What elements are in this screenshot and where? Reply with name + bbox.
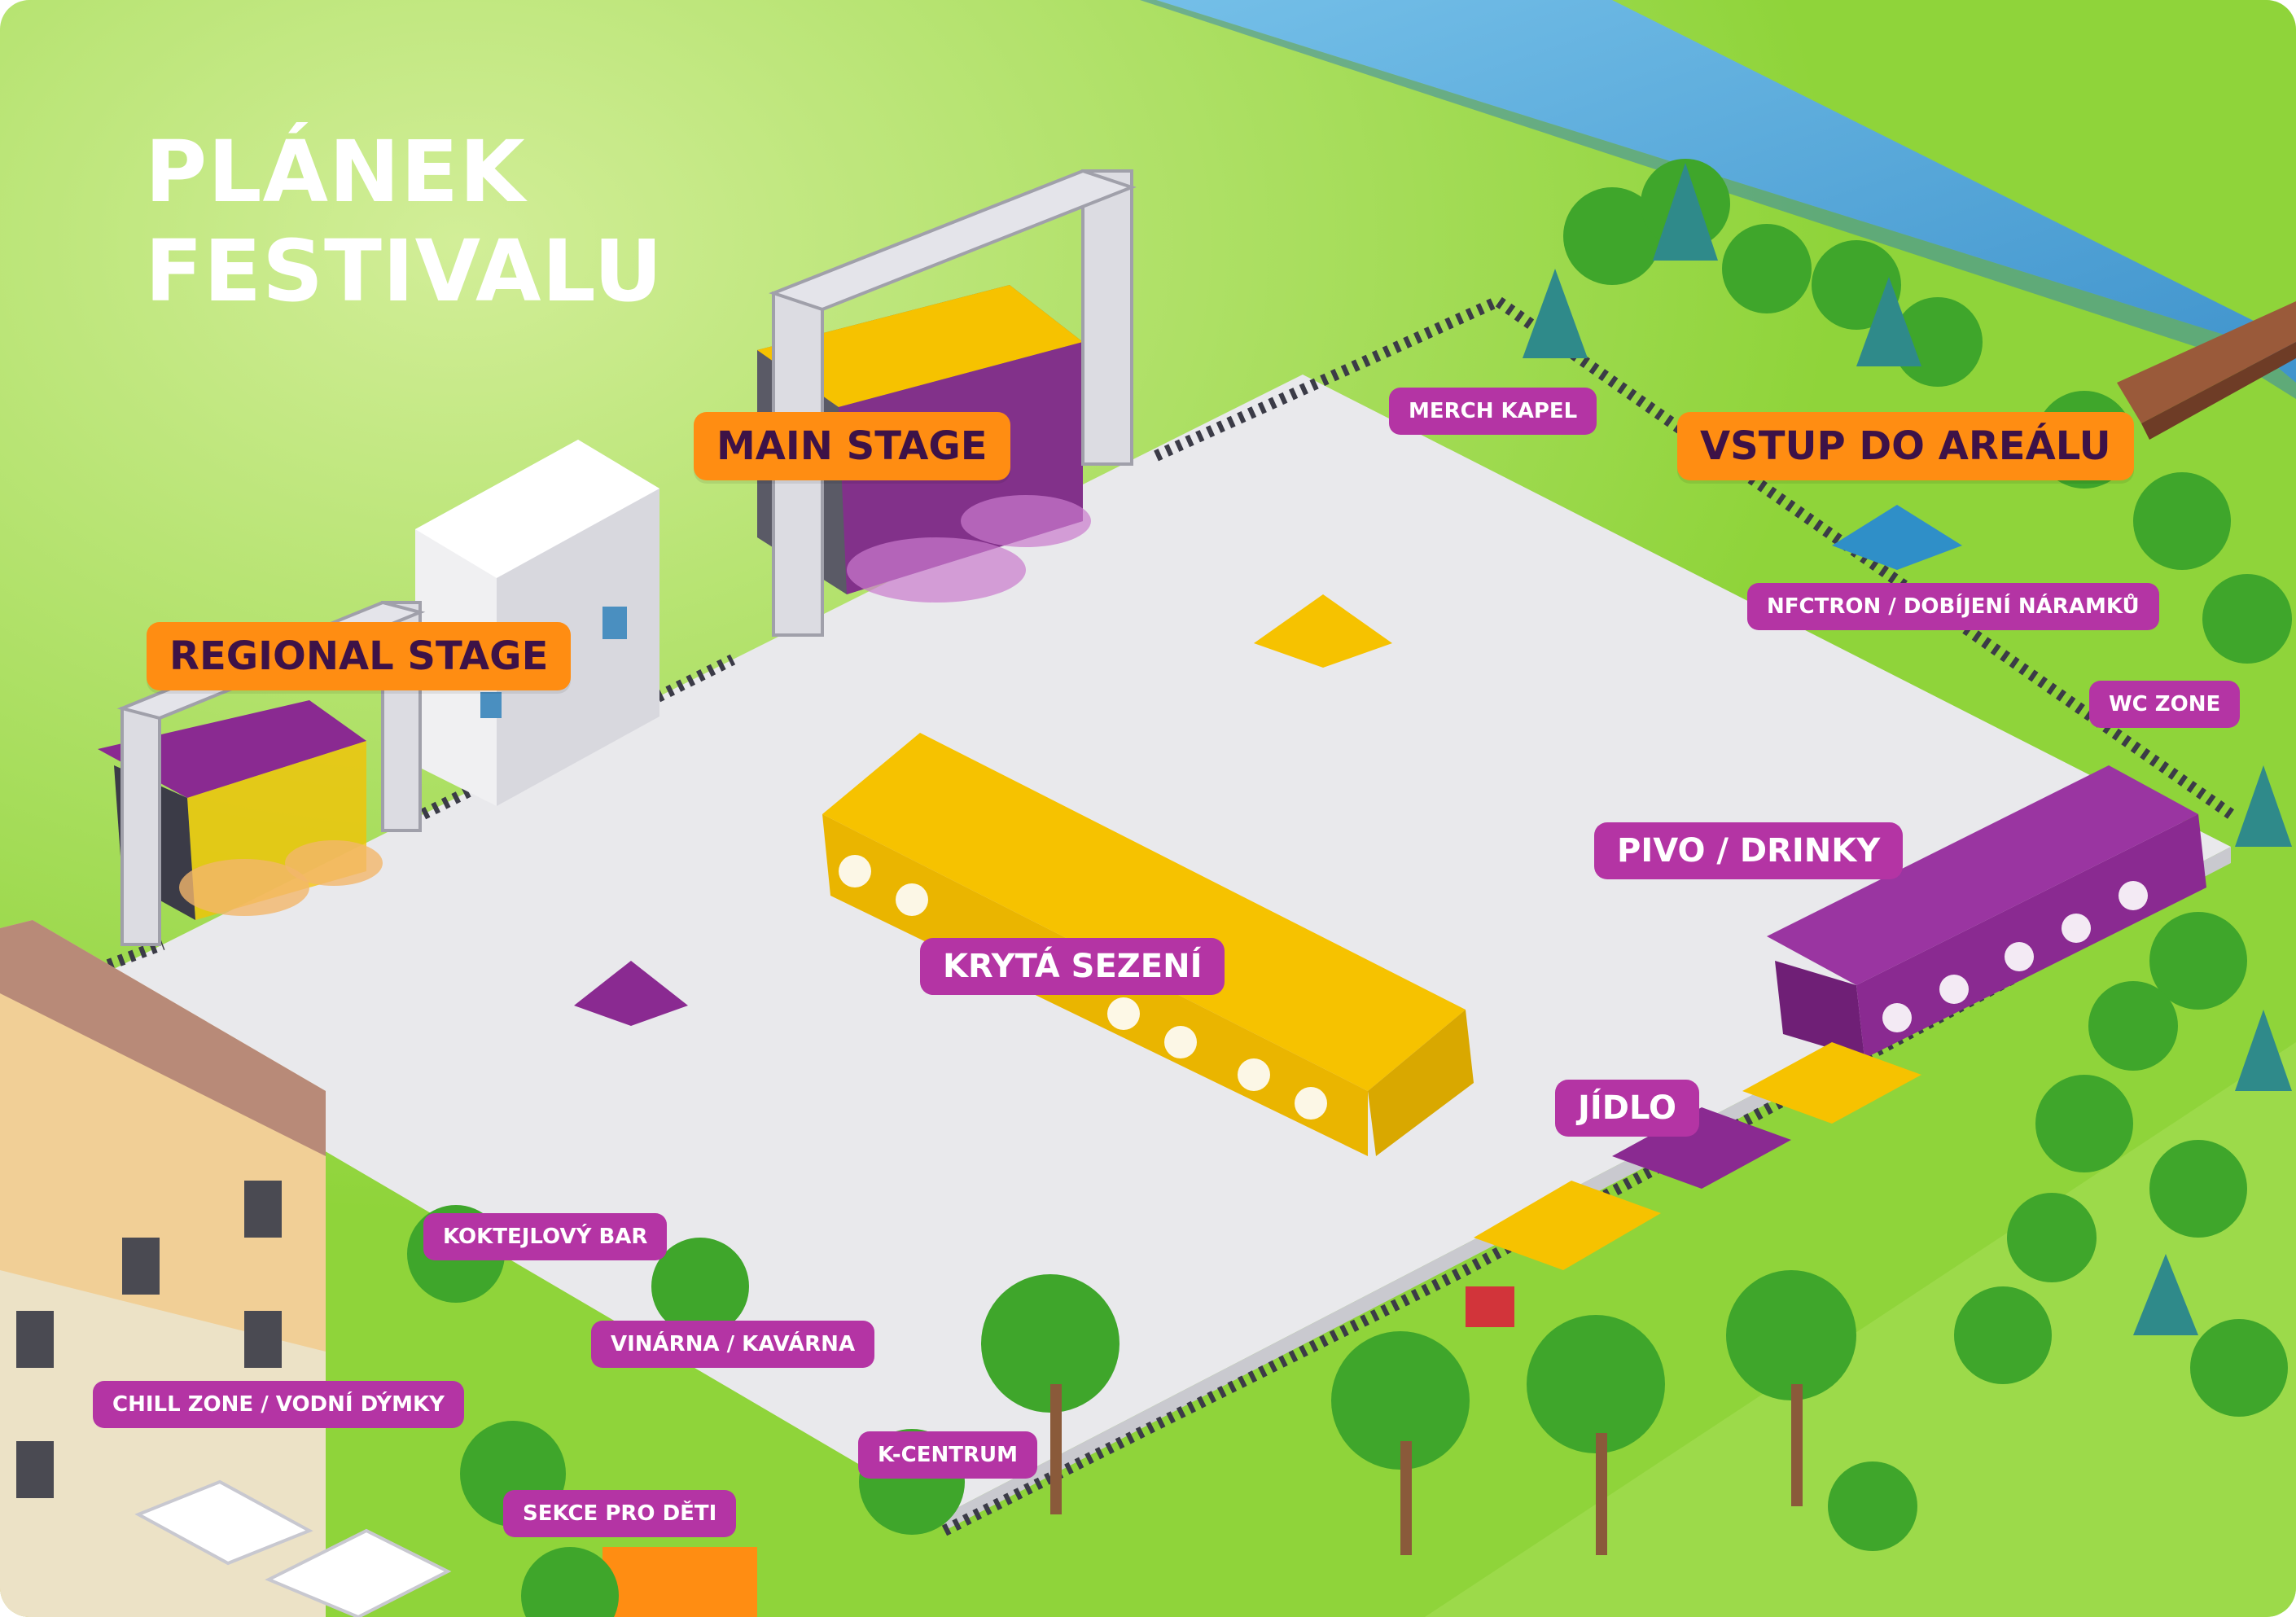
trees [407,159,2292,1617]
label-beer-drinks[interactable]: PIVO / DRINKY [1594,822,1904,879]
label-kids-section[interactable]: SEKCE PRO DĚTI [503,1490,737,1537]
label-wine-cafe[interactable]: VINÁRNA / KAVÁRNA [591,1321,875,1368]
label-food[interactable]: JÍDLO [1555,1080,1700,1137]
label-chill-zone[interactable]: CHILL ZONE / VODNÍ DÝMKY [93,1381,464,1428]
label-cocktail-bar[interactable]: KOKTEJLOVÝ BAR [423,1213,668,1260]
title-line-1: PLÁNEK [145,122,526,221]
fence-north [1154,294,2235,819]
gazebo-yellow [1254,594,1392,668]
chill-tent-1 [134,1479,313,1566]
label-entrance[interactable]: VSTUP DO AREÁLU [1677,412,2134,480]
grass-field-east [1425,1042,2296,1617]
bouncy-castle [602,1547,757,1617]
food-stalls [1466,1042,1921,1327]
fence-south [941,874,2202,1536]
bridge-edge [2141,342,2296,440]
label-regional-stage[interactable]: REGIONAL STAGE [147,622,572,690]
label-main-stage[interactable]: MAIN STAGE [694,412,1010,480]
label-wc-zone[interactable]: WC ZONE [2089,681,2241,728]
beer-tent [1767,765,2206,1058]
gazebo-purple [574,961,688,1026]
title-line-2: FESTIVALU [145,221,664,321]
label-k-centrum[interactable]: K-CENTRUM [858,1431,1038,1479]
gazebo-entrance [1832,505,1962,570]
river [1156,0,2296,383]
hotel-building [0,920,326,1617]
chill-tent-2 [265,1528,452,1617]
label-nfctron[interactable]: NFCTRON / DOBÍJENÍ NÁRAMKŮ [1747,583,2159,630]
bridge [2117,301,2296,423]
map-title: PLÁNEK FESTIVALU [145,122,664,321]
label-merch[interactable]: MERCH KAPEL [1389,388,1597,435]
label-covered-seating[interactable]: KRYTÁ SEZENÍ [920,938,1225,995]
